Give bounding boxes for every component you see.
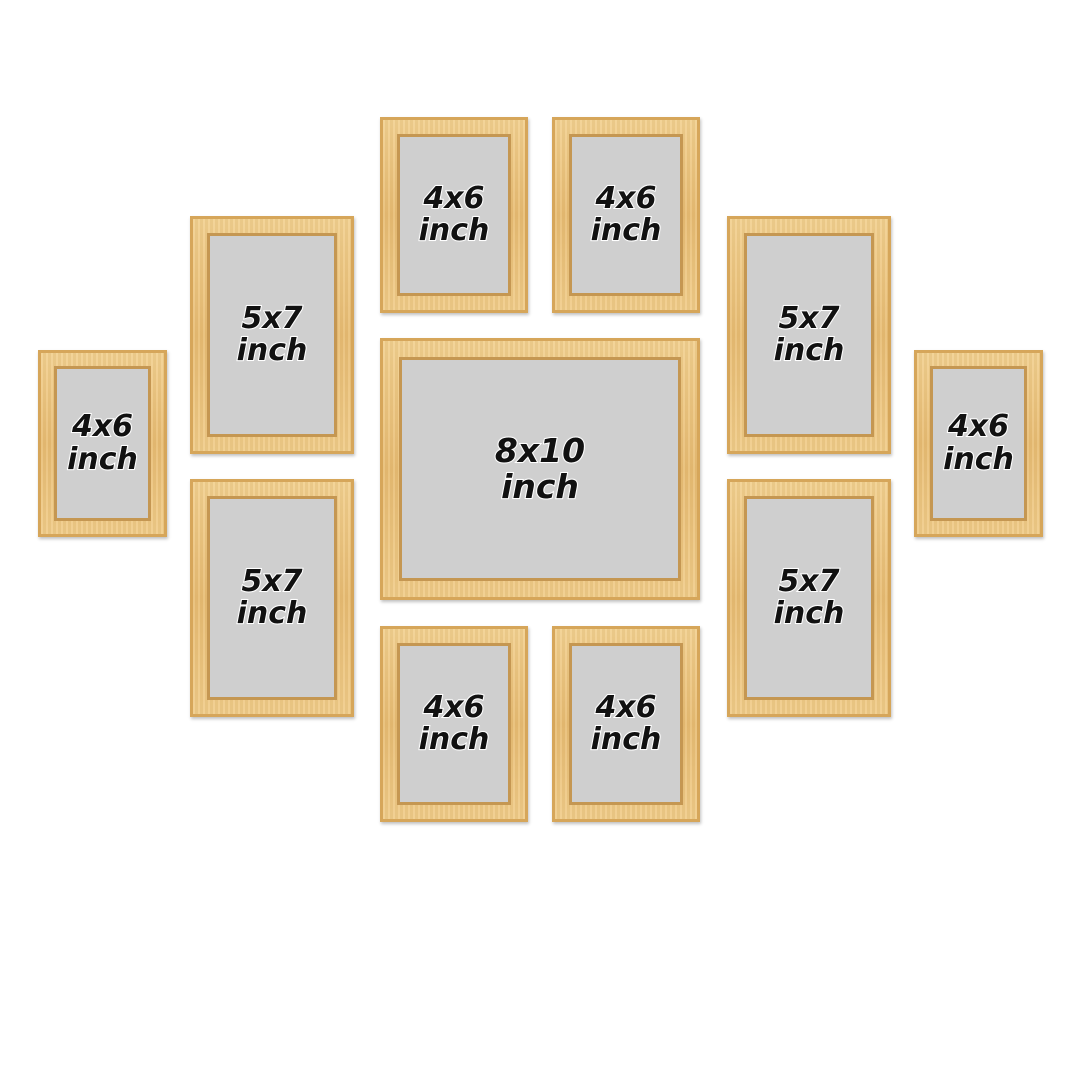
frame-unit: inch — [236, 333, 309, 368]
frame-upper-left-5x7: 5x7 inch — [190, 216, 354, 454]
frame-unit: inch — [500, 467, 580, 506]
frame-unit: inch — [773, 596, 846, 631]
frame-unit: inch — [66, 441, 139, 477]
frame-unit: inch — [236, 596, 309, 631]
frame-size-label: 4x6 inch — [66, 409, 139, 477]
frame-size-label: 4x6 inch — [418, 180, 491, 248]
frame-size: 4x6 — [71, 409, 134, 445]
frame-center-8x10: 8x10 inch — [380, 338, 700, 600]
frame-size: 5x7 — [240, 300, 303, 336]
frame-size-label: 5x7 inch — [236, 300, 309, 368]
frame-size: 5x7 — [777, 300, 840, 336]
frame-bottom-right-4x6: 4x6 inch — [552, 626, 700, 822]
frame-size: 5x7 — [777, 563, 840, 599]
frame-lower-right-5x7: 5x7 inch — [727, 479, 891, 717]
frame-unit: inch — [590, 722, 663, 757]
frame-mat: 4x6 inch — [569, 134, 683, 296]
frame-mat: 5x7 inch — [207, 233, 337, 437]
frame-upper-right-5x7: 5x7 inch — [727, 216, 891, 454]
frame-size: 4x6 — [422, 180, 485, 216]
frame-size-label: 4x6 inch — [418, 689, 491, 757]
frame-mat: 4x6 inch — [397, 134, 511, 296]
frame-mat: 5x7 inch — [207, 496, 337, 700]
frame-far-left-4x6: 4x6 inch — [38, 350, 167, 537]
frame-top-left-4x6: 4x6 inch — [380, 117, 528, 313]
frame-size: 4x6 — [594, 689, 657, 725]
frame-lower-left-5x7: 5x7 inch — [190, 479, 354, 717]
frame-size: 5x7 — [240, 563, 303, 599]
frame-size: 8x10 — [494, 431, 586, 471]
frame-mat: 4x6 inch — [54, 366, 151, 521]
frame-mat: 5x7 inch — [744, 233, 874, 437]
frame-far-right-4x6: 4x6 inch — [914, 350, 1043, 537]
frame-size: 4x6 — [594, 180, 657, 216]
frame-mat: 4x6 inch — [569, 643, 683, 805]
frame-mat: 8x10 inch — [399, 357, 681, 581]
frame-size-label: 5x7 inch — [236, 563, 309, 631]
frame-size: 4x6 — [422, 689, 485, 725]
frame-size-label: 8x10 inch — [494, 431, 586, 506]
frame-bottom-left-4x6: 4x6 inch — [380, 626, 528, 822]
frame-unit: inch — [773, 333, 846, 368]
frame-unit: inch — [418, 722, 491, 757]
frame-size-label: 5x7 inch — [773, 563, 846, 631]
frame-top-right-4x6: 4x6 inch — [552, 117, 700, 313]
frame-mat: 5x7 inch — [744, 496, 874, 700]
frame-mat: 4x6 inch — [397, 643, 511, 805]
frame-mat: 4x6 inch — [930, 366, 1027, 521]
frame-unit: inch — [942, 441, 1015, 477]
frame-size-label: 4x6 inch — [942, 409, 1015, 477]
frame-unit: inch — [590, 213, 663, 248]
frame-unit: inch — [418, 213, 491, 248]
frame-size-label: 4x6 inch — [590, 180, 663, 248]
frame-size-label: 5x7 inch — [773, 300, 846, 368]
frame-size-label: 4x6 inch — [590, 689, 663, 757]
frame-size: 4x6 — [947, 409, 1010, 445]
